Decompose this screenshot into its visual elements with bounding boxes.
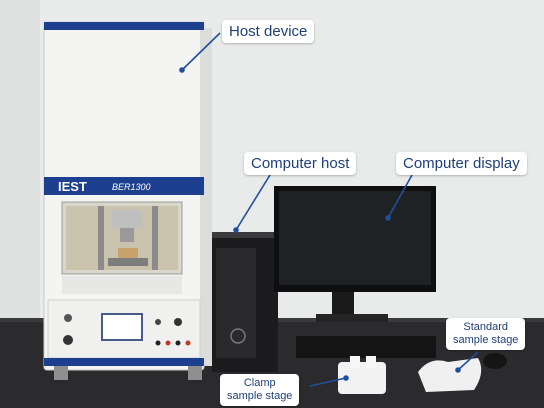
- brand-logo-text: IEST: [58, 179, 87, 194]
- leader-host-device: [181, 32, 221, 71]
- label-clamp-stage: Clamp sample stage: [220, 374, 300, 406]
- label-host-device-text: Host device: [229, 23, 308, 40]
- label-clamp-stage-line1: Clamp: [243, 377, 276, 389]
- label-computer-host-text: Computer host: [251, 155, 350, 172]
- label-host-device: Host device: [222, 20, 315, 43]
- label-standard-stage: Standard sample stage: [446, 318, 526, 350]
- label-computer-host: Computer host: [244, 152, 357, 175]
- foot-right: [188, 366, 202, 380]
- leader-computer-host: [235, 174, 271, 231]
- label-computer-display-text: Computer display: [403, 155, 520, 172]
- label-standard-stage-line1: Standard: [463, 321, 509, 333]
- mouse: [483, 353, 507, 369]
- model-name-text: BER1300: [112, 182, 151, 192]
- touch-screen: [101, 313, 143, 341]
- keyboard: [296, 336, 436, 358]
- label-standard-stage-line2: sample stage: [453, 334, 519, 346]
- emergency-knob: [63, 335, 73, 345]
- label-clamp-stage-line2: sample stage: [227, 390, 293, 402]
- clamp-sample-stage: [338, 356, 386, 394]
- power-switch: [64, 314, 72, 322]
- brand-band: [44, 177, 204, 195]
- computer-host-tower: [212, 232, 278, 372]
- label-computer-display: Computer display: [396, 152, 527, 175]
- foot-left: [54, 366, 68, 380]
- computer-display: [274, 186, 507, 369]
- standard-sample-stage: [418, 358, 482, 392]
- leader-computer-display: [387, 174, 413, 219]
- leader-clamp-stage: [309, 377, 347, 387]
- host-device: [43, 21, 212, 380]
- wall-shade: [0, 0, 40, 330]
- leader-standard-stage: [457, 351, 479, 371]
